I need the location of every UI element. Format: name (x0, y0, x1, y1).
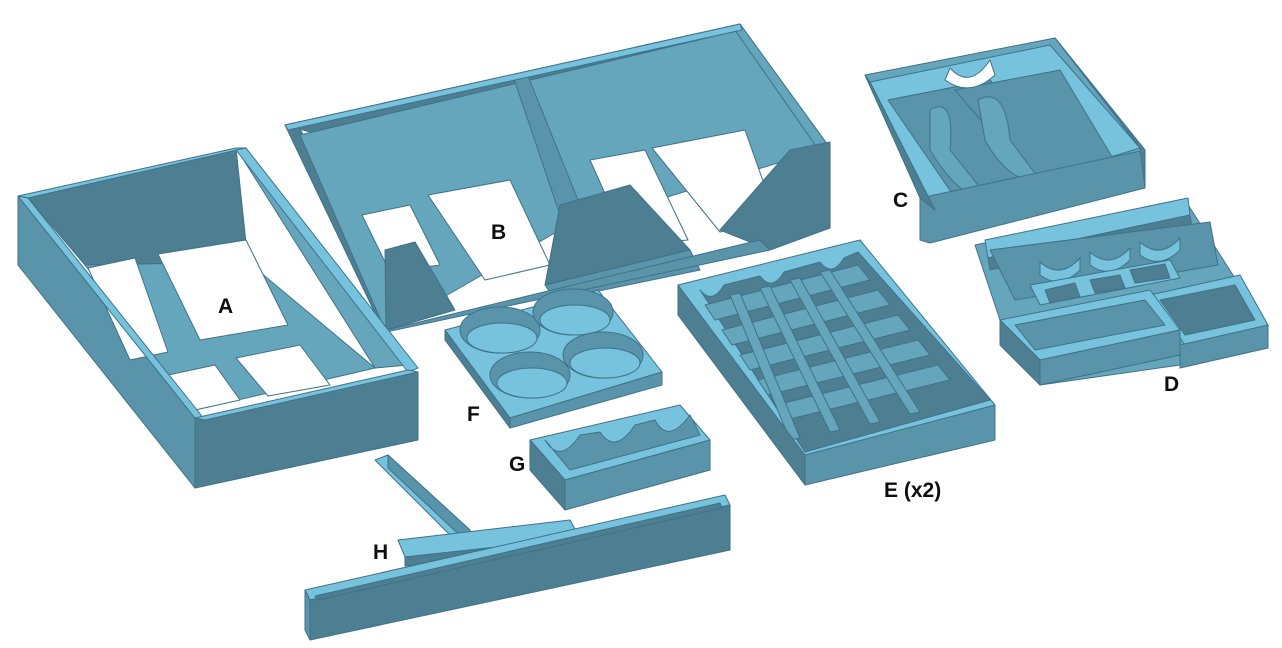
part-g (529, 404, 711, 511)
part-b (284, 23, 831, 333)
part-b-label: B (491, 221, 506, 244)
part-h-label: H (373, 541, 388, 564)
part-f (444, 288, 663, 429)
part-a-label: A (218, 295, 233, 318)
part-g-label: G (509, 453, 525, 476)
part-c (864, 37, 1146, 244)
part-d (974, 197, 1269, 386)
part-e-label: E (x2) (884, 479, 941, 502)
part-h (304, 454, 731, 641)
part-c-label: C (893, 189, 908, 212)
part-a (17, 147, 419, 489)
part-d-label: D (1164, 373, 1179, 396)
part-e (677, 239, 996, 486)
part-f-label: F (467, 403, 480, 426)
